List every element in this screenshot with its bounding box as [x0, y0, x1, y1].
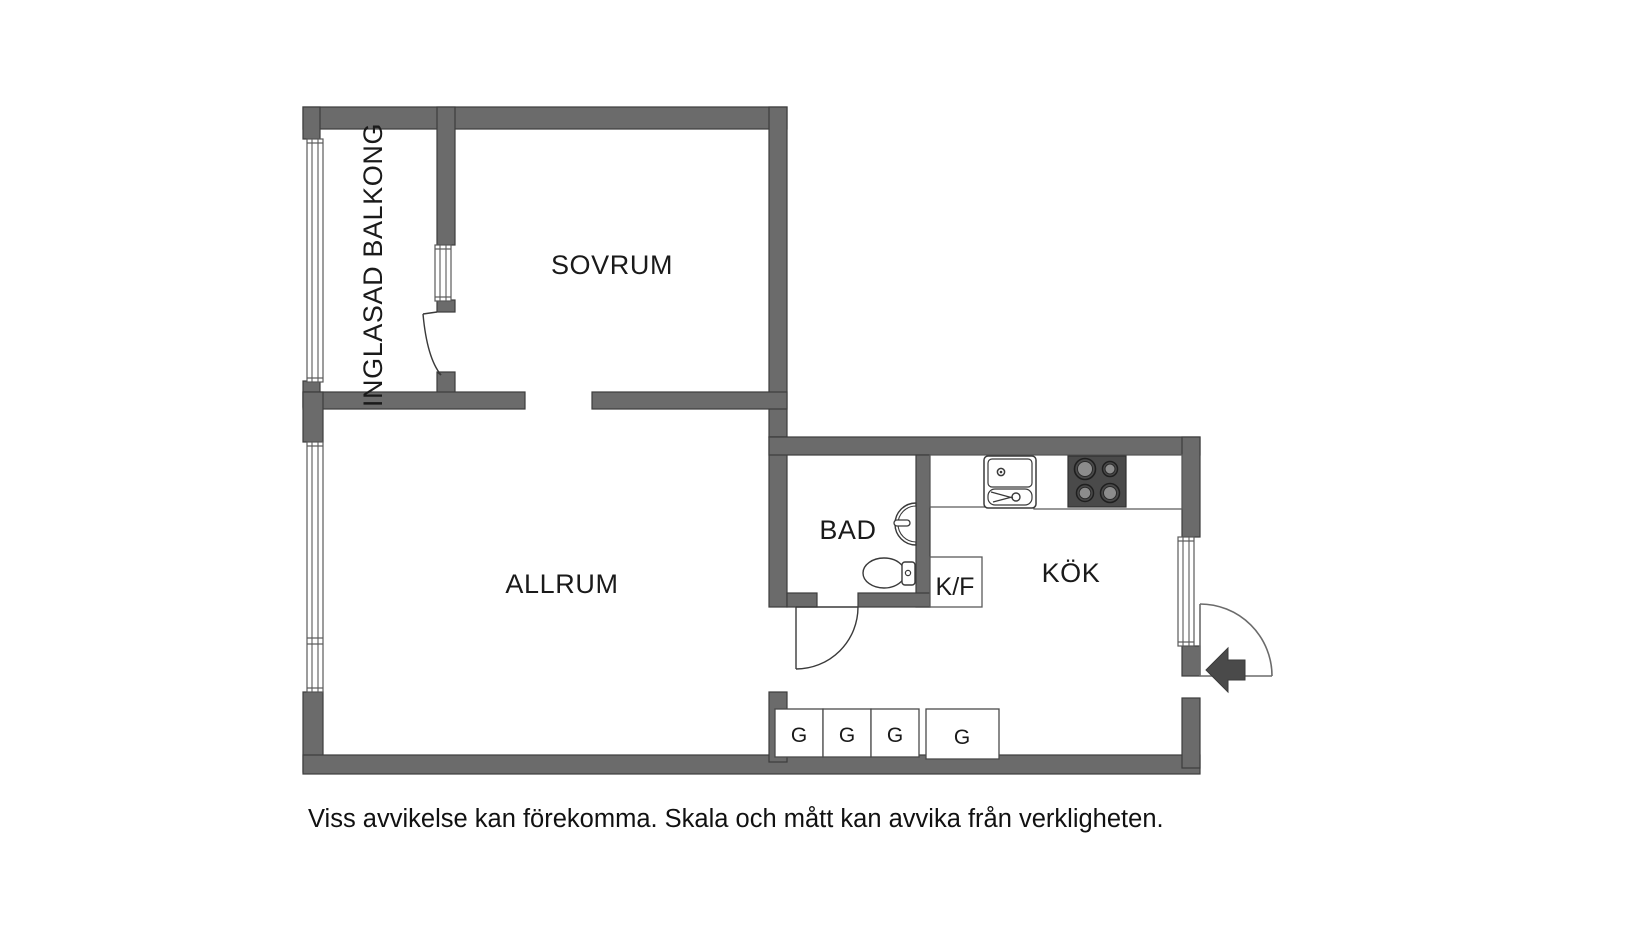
storage-group — [774, 708, 1000, 760]
fridge-freezer-box — [929, 556, 983, 608]
bath-washbasin — [893, 502, 917, 546]
bath-fixture-group — [862, 502, 917, 589]
door-group — [422, 311, 1273, 694]
wall-east-bedroom — [768, 106, 788, 438]
balcony-window-west — [306, 138, 324, 383]
room-label-balcony: INGLASAD BALKONG — [358, 123, 388, 407]
wall-east-kitchen-bottom — [1181, 697, 1201, 769]
wall-group — [302, 106, 1201, 775]
storage-label-1: G — [791, 724, 807, 747]
window-group — [306, 138, 1195, 693]
wall-bath-south-right — [857, 592, 931, 608]
balcony-bedroom-window — [434, 244, 452, 302]
storage-unit-3 — [870, 708, 920, 758]
storage-unit-2 — [822, 708, 872, 758]
wall-east-kitchen-top — [1181, 436, 1201, 538]
room-label-living: ALLRUM — [505, 569, 618, 599]
kitchen-window-east — [1177, 536, 1195, 647]
storage-label-3: G — [887, 724, 903, 747]
kitchen-counter — [929, 454, 1183, 510]
room-label-kitchen: KÖK — [1042, 558, 1101, 588]
room-label-bedroom: SOVRUM — [551, 250, 673, 280]
wall-balcony-bedroom-lower — [436, 299, 456, 313]
balcony-door — [422, 311, 442, 376]
wall-east-kitchen-mid — [1181, 645, 1201, 677]
storage-unit-1 — [774, 708, 824, 758]
wall-north-kitchen-wing — [768, 436, 1201, 456]
wall-west-allrum-top — [302, 391, 324, 443]
wall-balcony-bedroom — [436, 106, 456, 246]
kitchen-stove — [1067, 455, 1127, 508]
room-label-fridge-freezer: K/F — [936, 573, 975, 601]
wall-bath-kf — [915, 454, 931, 608]
wall-bath-south — [786, 592, 818, 608]
entrance-arrow-icon — [1205, 646, 1246, 694]
living-window-west — [306, 441, 324, 693]
wall-allrum-bath — [768, 436, 788, 608]
room-label-bath: BAD — [819, 515, 876, 545]
storage-label-2: G — [839, 724, 855, 747]
wall-south-outer — [302, 754, 1201, 775]
disclaimer-caption: Viss avvikelse kan förekomma. Skala och … — [308, 805, 1164, 833]
wall-mid-horizontal-right — [591, 391, 788, 410]
wall-mid-horizontal-left — [302, 391, 526, 410]
storage-unit-4 — [925, 708, 1000, 760]
wall-west-balcony — [302, 106, 321, 140]
kitchen-sink — [983, 455, 1037, 509]
storage-label-4: G — [954, 726, 970, 749]
bath-door — [795, 606, 859, 670]
kitchen-fixture-group — [929, 454, 1183, 510]
bath-toilet — [862, 557, 916, 589]
